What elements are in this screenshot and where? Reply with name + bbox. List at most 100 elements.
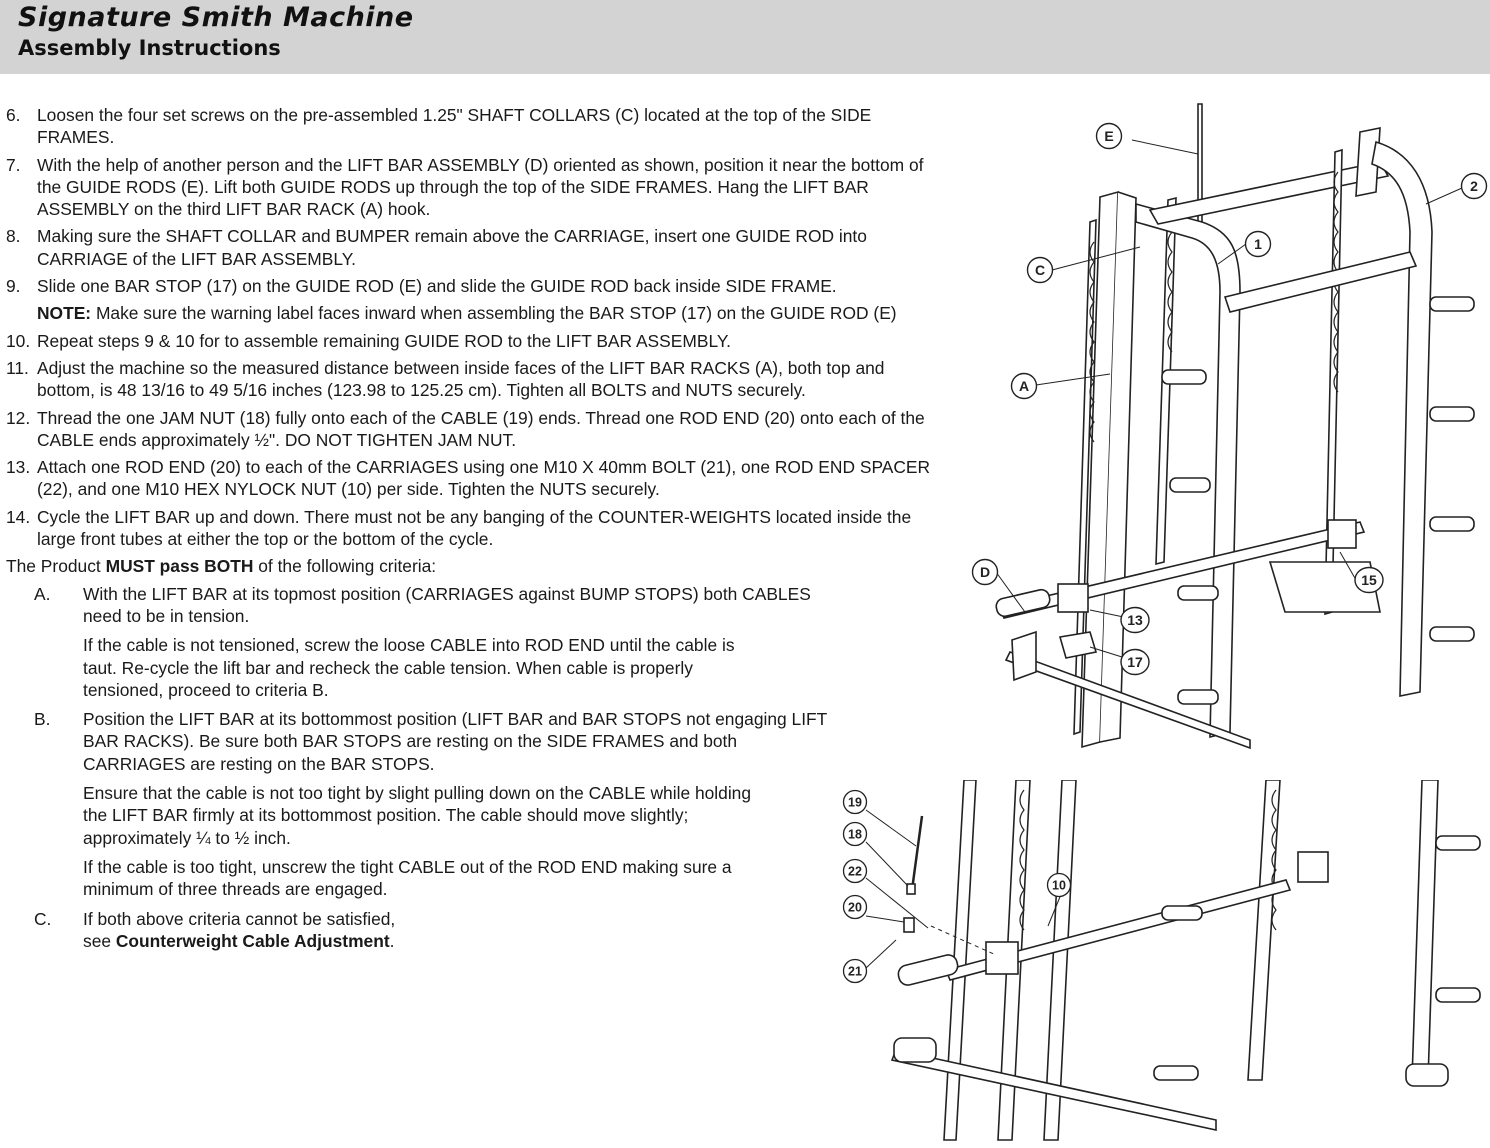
step-7: 7. With the help of another person and t… [6,154,931,221]
step-10: 10. Repeat steps 9 & 10 for to assemble … [6,330,931,352]
right-rack-rail [1247,780,1281,1081]
jam-nut [906,883,916,895]
carriage-left [1057,583,1089,613]
right-upright [1411,780,1439,1081]
callout-c: C [1026,256,1054,284]
criteria-paragraph: If both above criteria cannot be satisfi… [83,908,931,953]
header-bar: Signature Smith Machine Assembly Instruc… [0,0,1490,74]
rear-left-hooks [1167,211,1173,353]
callout-10-text: 10 [1052,879,1066,893]
lift-bar-sleeve [897,954,959,986]
left-arch-tube [1043,780,1077,1141]
callout-20-text: 20 [848,901,862,915]
left-rack-hooks [1089,241,1095,443]
front-arch [1135,202,1241,739]
carriage-right [1327,519,1357,549]
callout-22: 22 [842,858,868,884]
step-text: Attach one ROD END (20) to each of the C… [37,457,931,500]
step-number: 10. [6,330,31,351]
step-8: 8. Making sure the SHAFT COLLAR and BUMP… [6,225,931,270]
step-13: 13. Attach one ROD END (20) to each of t… [6,456,931,501]
step-text: Loosen the four set screws on the pre-as… [37,105,872,148]
step-text: Adjust the machine so the measured dista… [37,357,885,401]
callout-13-text: 13 [1127,612,1143,628]
step-6: 6. Loosen the four set screws on the pre… [6,104,931,149]
callout-18: 18 [842,821,868,847]
step-text: Cycle the LIFT BAR up and down. There mu… [37,506,912,550]
callout-a: A [1010,372,1038,400]
criteria-paragraph: If the cable is too tight, unscrew the t… [83,856,732,900]
callout-21: 21 [842,958,868,984]
note: NOTE: Make sure the warning label faces … [6,302,931,324]
weight-horns [1153,835,1481,1081]
callout-e: E [1095,122,1123,150]
bottom-foot-right [1405,1063,1449,1087]
criteria-paragraph: Ensure that the cable is not too tight b… [83,783,752,848]
callout-leaders [865,809,1063,969]
note-label: NOTE: [37,303,92,324]
criteria-intro-text-end: of the following criteria: [253,556,437,577]
criteria-c-see: see [83,930,116,951]
criteria-a: A. With the LIFT BAR at its topmost posi… [6,583,835,701]
bottom-rail [890,1049,1217,1131]
step-text: Slide one BAR STOP (17) on the GUIDE ROD… [37,276,837,297]
callout-1-text: 1 [1254,236,1262,252]
callout-2: 2 [1460,172,1488,200]
bar-stop [1058,631,1098,659]
document-subtitle: Assembly Instructions [18,36,281,60]
rod-end [903,917,915,933]
criteria-b: B. Position the LIFT BAR at its bottommo… [6,708,835,900]
callout-10: 10 [1046,872,1072,898]
callout-1: 1 [1244,230,1272,258]
right-rack-hooks [1271,789,1277,931]
step-text: Thread the one JAM NUT (18) fully onto e… [37,407,925,450]
bottom-foot-left [893,1037,937,1063]
callout-2-text: 2 [1470,178,1478,194]
criteria-letter: A. [34,583,51,604]
criteria-c-reference: Counterweight Cable Adjustment [115,930,390,951]
callout-d-text: D [980,564,990,580]
weight-horns [1161,296,1475,705]
left-upright [943,780,977,1141]
bottom-left-rail [1004,651,1251,750]
callout-15: 15 [1354,566,1384,594]
smith-machine-figure-bottom: 19 18 22 20 21 10 [836,780,1486,1142]
callout-18-text: 18 [848,828,862,842]
criteria-c: C. If both above criteria cannot be sati… [6,908,931,953]
document-title: Signature Smith Machine [18,2,414,33]
criteria-intro-text: The Product [6,556,106,577]
callout-17: 17 [1120,648,1150,676]
callout-20: 20 [842,894,868,920]
left-rack-hooks [1019,789,1025,931]
criteria-paragraph: If the cable is not tensioned, screw the… [83,635,735,700]
step-text: Repeat steps 9 & 10 for to assemble rema… [37,330,732,351]
step-text: With the help of another person and the … [37,154,924,220]
rear-right-cap [1355,127,1381,197]
callout-d: D [971,558,999,586]
callout-13: 13 [1120,606,1150,634]
callout-a-text: A [1019,378,1029,394]
callout-22-text: 22 [848,865,862,879]
note-text: Make sure the warning label faces inward… [91,303,897,324]
top-crossbar [1148,161,1390,225]
step-number: 9. [6,276,21,297]
criteria-paragraph: With the LIFT BAR at its topmost positio… [83,583,811,626]
step-number: 6. [6,105,21,125]
cable [910,815,924,891]
callout-21-text: 21 [848,965,862,979]
step-11: 11. Adjust the machine so the measured d… [6,357,931,402]
criteria-paragraph: Position the LIFT BAR at its bottommost … [83,709,827,774]
criteria-intro: The Product MUST pass BOTH of the follow… [6,555,931,577]
bottom-left-foot [1011,630,1037,682]
carriage-left [985,941,1019,975]
callout-17-text: 17 [1127,654,1143,670]
callout-c-text: C [1035,262,1045,278]
step-number: 12. [6,407,31,428]
criteria-letter: C. [34,908,52,929]
callout-19-text: 19 [848,796,862,810]
criteria-c-period: . [389,930,395,951]
assembly-line [930,925,997,956]
criteria-intro-emphasis: MUST pass BOTH [105,556,254,577]
left-upright-side [1099,191,1137,743]
step-number: 13. [6,457,31,478]
